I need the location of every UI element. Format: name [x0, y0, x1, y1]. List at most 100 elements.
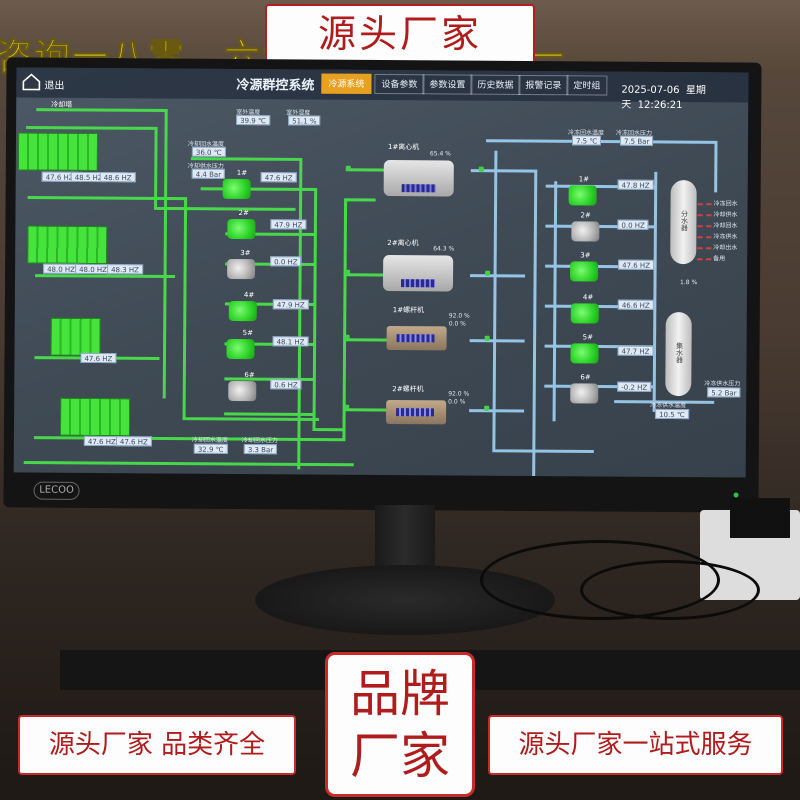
- valve-icon[interactable]: [484, 335, 490, 341]
- supply-header[interactable]: 分水器: [670, 180, 697, 265]
- legend-item: 冷却出水: [697, 242, 737, 251]
- tab-alarms[interactable]: 报警记录: [518, 74, 569, 96]
- legend-item: 冷冻供水: [697, 231, 737, 240]
- label-brand-factory: 品牌厂家: [325, 652, 475, 797]
- cw-pump-2[interactable]: [227, 218, 256, 240]
- label-brand-variety: 源头厂家 品类齐全: [18, 715, 296, 775]
- exit-button[interactable]: 退出: [44, 80, 65, 92]
- chiller-2-load: 64.3 %: [433, 245, 455, 253]
- home-icon[interactable]: [20, 71, 42, 91]
- chw-supply-temp: 10.5 ℃: [655, 408, 689, 420]
- legend-item: 备用: [697, 253, 725, 262]
- tab-cold-source[interactable]: 冷源系统: [321, 73, 372, 94]
- datetime: 2025-07-06 星期天 12:26:21: [621, 84, 706, 112]
- cw-supply-press: 4.4 Bar: [191, 168, 226, 179]
- tower-2-hz-b: 48.0 HZ: [75, 263, 112, 275]
- cw-return-temp-label: 冷却回水温度: [191, 436, 228, 444]
- cw-pump-1-name: 1#: [236, 168, 248, 178]
- chw-pump-2[interactable]: [571, 221, 600, 242]
- chw-pump-5-hz: 47.7 HZ: [617, 345, 654, 356]
- cw-pump-4-name: 4#: [243, 291, 255, 300]
- cw-return-press-label: 冷却回水压力: [241, 437, 278, 445]
- tower-2-hz-c: 48.3 HZ: [107, 264, 144, 275]
- cw-supply-temp: 36.0 ℃: [191, 146, 226, 157]
- chw-pump-5[interactable]: [570, 343, 599, 364]
- valve-icon[interactable]: [485, 270, 491, 276]
- chw-return-temp: 7.5 ℃: [571, 135, 602, 146]
- chiller-centrifugal-2[interactable]: [382, 255, 454, 292]
- cooling-tower-label: 冷却塔: [51, 100, 73, 109]
- return-header-label: 集水器: [675, 342, 684, 364]
- valve-icon[interactable]: [345, 165, 351, 171]
- valve-icon[interactable]: [344, 334, 350, 340]
- chw-pump-1-hz: 47.8 HZ: [617, 179, 654, 190]
- tab-param-settings[interactable]: 参数设置: [422, 74, 473, 95]
- chw-pump-1[interactable]: [568, 185, 597, 206]
- chw-pump-3[interactable]: [570, 261, 599, 282]
- chw-supply-press: 5.2 Bar: [707, 387, 741, 398]
- valve-icon[interactable]: [478, 166, 484, 172]
- cw-pump-1-hz: 47.6 HZ: [260, 172, 297, 183]
- chiller-2-name: 2#离心机: [387, 239, 419, 248]
- cw-return-temp: 32.9 ℃: [193, 443, 228, 454]
- chw-pump-3-hz: 47.6 HZ: [618, 259, 655, 270]
- tower-2-hz-a: 48.0 HZ: [43, 263, 80, 274]
- valve-icon[interactable]: [345, 269, 351, 275]
- cw-pump-3-name: 3#: [240, 249, 251, 258]
- chiller-1-load: 65.4 %: [429, 150, 451, 158]
- chw-pump-2-name: 2#: [580, 211, 591, 220]
- chiller-screw-2[interactable]: [386, 400, 447, 425]
- tower-4-hz-b: 47.6 HZ: [115, 436, 152, 447]
- cw-pump-5-name: 5#: [242, 329, 254, 338]
- cooling-tower-2[interactable]: [27, 225, 108, 265]
- return-header[interactable]: 集水器: [665, 311, 692, 397]
- chiller-4-load: 92.0 %: [448, 390, 470, 398]
- tab-history[interactable]: 历史数据: [470, 74, 521, 95]
- cw-pump-5[interactable]: [226, 338, 255, 360]
- supply-header-label: 分水器: [680, 210, 689, 232]
- cw-pump-2-hz: 47.9 HZ: [270, 219, 307, 230]
- chw-pump-4-name: 4#: [582, 293, 594, 302]
- system-title: 冷源群控系统: [236, 77, 315, 94]
- chiller-screw-1[interactable]: [386, 326, 447, 351]
- chw-supply-temp-label: 冷冻供水温度: [650, 401, 687, 410]
- adapter: [730, 498, 790, 538]
- legend-item: 冷冻回水: [697, 198, 738, 207]
- cw-pump-5-hz: 48.1 HZ: [272, 336, 309, 347]
- pipe-network: [23, 108, 718, 478]
- chiller-1-name: 1#离心机: [387, 143, 420, 152]
- cw-pump-6-name: 6#: [244, 371, 255, 380]
- tab-schedule[interactable]: 定时组: [566, 75, 608, 96]
- tower-1-hz-c: 48.6 HZ: [99, 172, 136, 183]
- chw-pump-6-hz: -0.2 HZ: [617, 381, 652, 392]
- cooling-tower-1[interactable]: [17, 132, 99, 172]
- outdoor-temp: 39.9 ℃: [236, 114, 270, 126]
- chw-pump-3-name: 3#: [580, 251, 591, 260]
- cw-return-press: 3.3 Bar: [243, 444, 278, 455]
- cw-pump-3-hz: 0.0 HZ: [270, 256, 302, 267]
- top-brand-label: 源头厂家: [265, 4, 535, 64]
- cw-pump-2-name: 2#: [238, 208, 249, 218]
- power-led-icon: [733, 492, 739, 498]
- tab-device-params[interactable]: 设备参数: [374, 73, 425, 95]
- cw-pump-4[interactable]: [228, 300, 257, 322]
- chiller-centrifugal-1[interactable]: [383, 160, 454, 197]
- legend-item: 冷却回水: [697, 220, 737, 229]
- chiller-3-name: 1#螺杆机: [392, 306, 425, 315]
- tower-3-hz: 47.6 HZ: [80, 352, 117, 364]
- chw-return-press: 7.5 Bar: [619, 135, 654, 146]
- chiller-3-load2: 0.0 %: [448, 320, 466, 328]
- chw-pump-4-hz: 46.6 HZ: [617, 299, 654, 310]
- chw-pump-4[interactable]: [570, 303, 599, 324]
- cw-pump-6-hz: 0.6 HZ: [270, 379, 302, 390]
- cw-pump-6[interactable]: [228, 380, 257, 402]
- cooling-tower-4[interactable]: [59, 397, 131, 437]
- chw-pump-6[interactable]: [570, 383, 599, 404]
- cw-pump-3[interactable]: [227, 258, 256, 280]
- bypass-valve-open: 1.8 %: [679, 279, 698, 287]
- cooling-tower-3[interactable]: [50, 317, 101, 357]
- valve-icon[interactable]: [484, 405, 490, 411]
- cw-pump-1[interactable]: [222, 178, 251, 200]
- chw-pump-2-hz: 0.0 HZ: [617, 219, 649, 230]
- valve-icon[interactable]: [344, 404, 350, 410]
